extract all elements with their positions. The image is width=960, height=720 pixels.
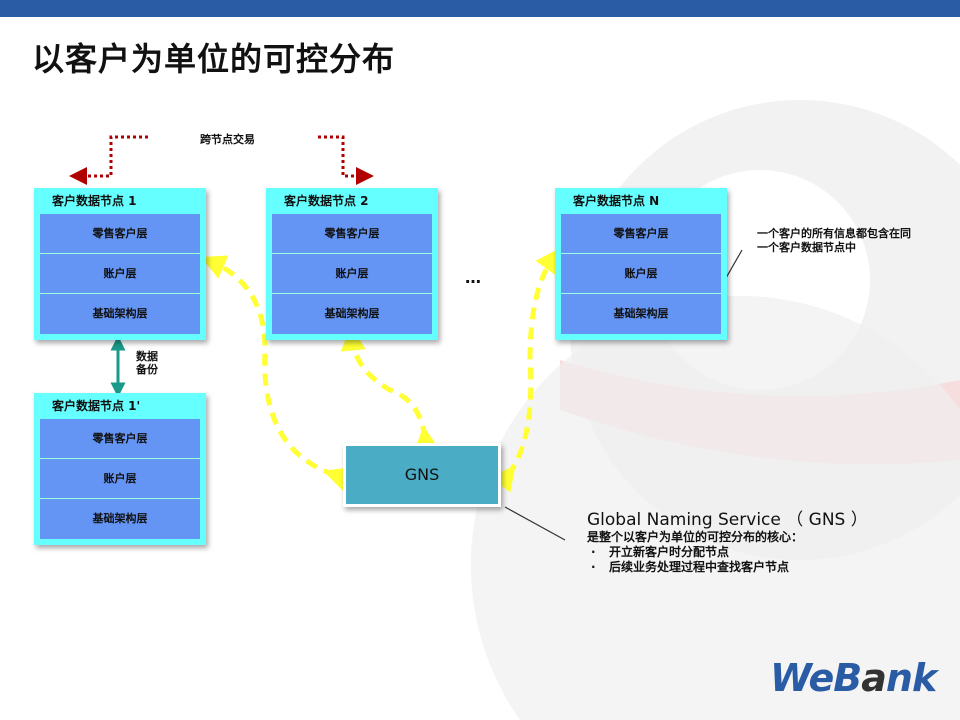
more-nodes-ellipsis: … [465,268,481,287]
gns-link-node1 [200,255,351,491]
node-title: 客户数据节点 1' [52,399,141,413]
layer-account: 账户层 [40,459,200,499]
gns-description: Global Naming Service （ GNS ） 是整个以客户为单位的… [587,510,868,575]
gns-heading: Global Naming Service （ GNS ） [587,510,868,530]
layer-infra: 基础架构层 [40,499,200,539]
layer-retail: 零售客户层 [272,214,432,254]
gns-leader-line [504,506,566,541]
gns-link-node2 [340,325,440,453]
node-note: 一个客户的所有信息都包含在同一个客户数据节点中 [757,227,911,254]
cross-node-label: 跨节点交易 [200,133,255,146]
node-title: 客户数据节点 2 [284,194,369,208]
bullet-item: ·开立新客户时分配节点 [591,545,730,559]
layer-infra: 基础架构层 [40,294,200,334]
layer-account: 账户层 [40,254,200,294]
node-title: 客户数据节点 1 [52,194,137,208]
backup-label: 数据备份 [136,350,158,376]
node-title: 客户数据节点 N [573,194,660,208]
cross-node-arrow-right [318,135,374,185]
data-node-1-backup: 客户数据节点 1' 零售客户层 账户层 基础架构层 [34,393,206,545]
gns-link-nodeN [490,247,561,493]
gns-subheading: 是整个以客户为单位的可控分布的核心： [587,530,804,544]
layer-retail: 零售客户层 [40,419,200,459]
slide-title: 以客户为单位的可控分布 [32,40,396,78]
data-node-1: 客户数据节点 1 零售客户层 账户层 基础架构层 [34,188,206,340]
top-bar [0,0,960,17]
data-node-2: 客户数据节点 2 零售客户层 账户层 基础架构层 [266,188,438,340]
layer-infra: 基础架构层 [272,294,432,334]
cross-node-arrow-left [69,135,148,185]
webank-logo: WeBank [770,656,937,700]
data-node-n: 客户数据节点 N 零售客户层 账户层 基础架构层 [555,188,727,340]
gns-box: GNS [343,443,501,507]
layer-retail: 零售客户层 [40,214,200,254]
layer-account: 账户层 [272,254,432,294]
bullet-item: ·后续业务处理过程中查找客户节点 [591,560,790,574]
layer-retail: 零售客户层 [561,214,721,254]
layer-account: 账户层 [561,254,721,294]
layer-infra: 基础架构层 [561,294,721,334]
